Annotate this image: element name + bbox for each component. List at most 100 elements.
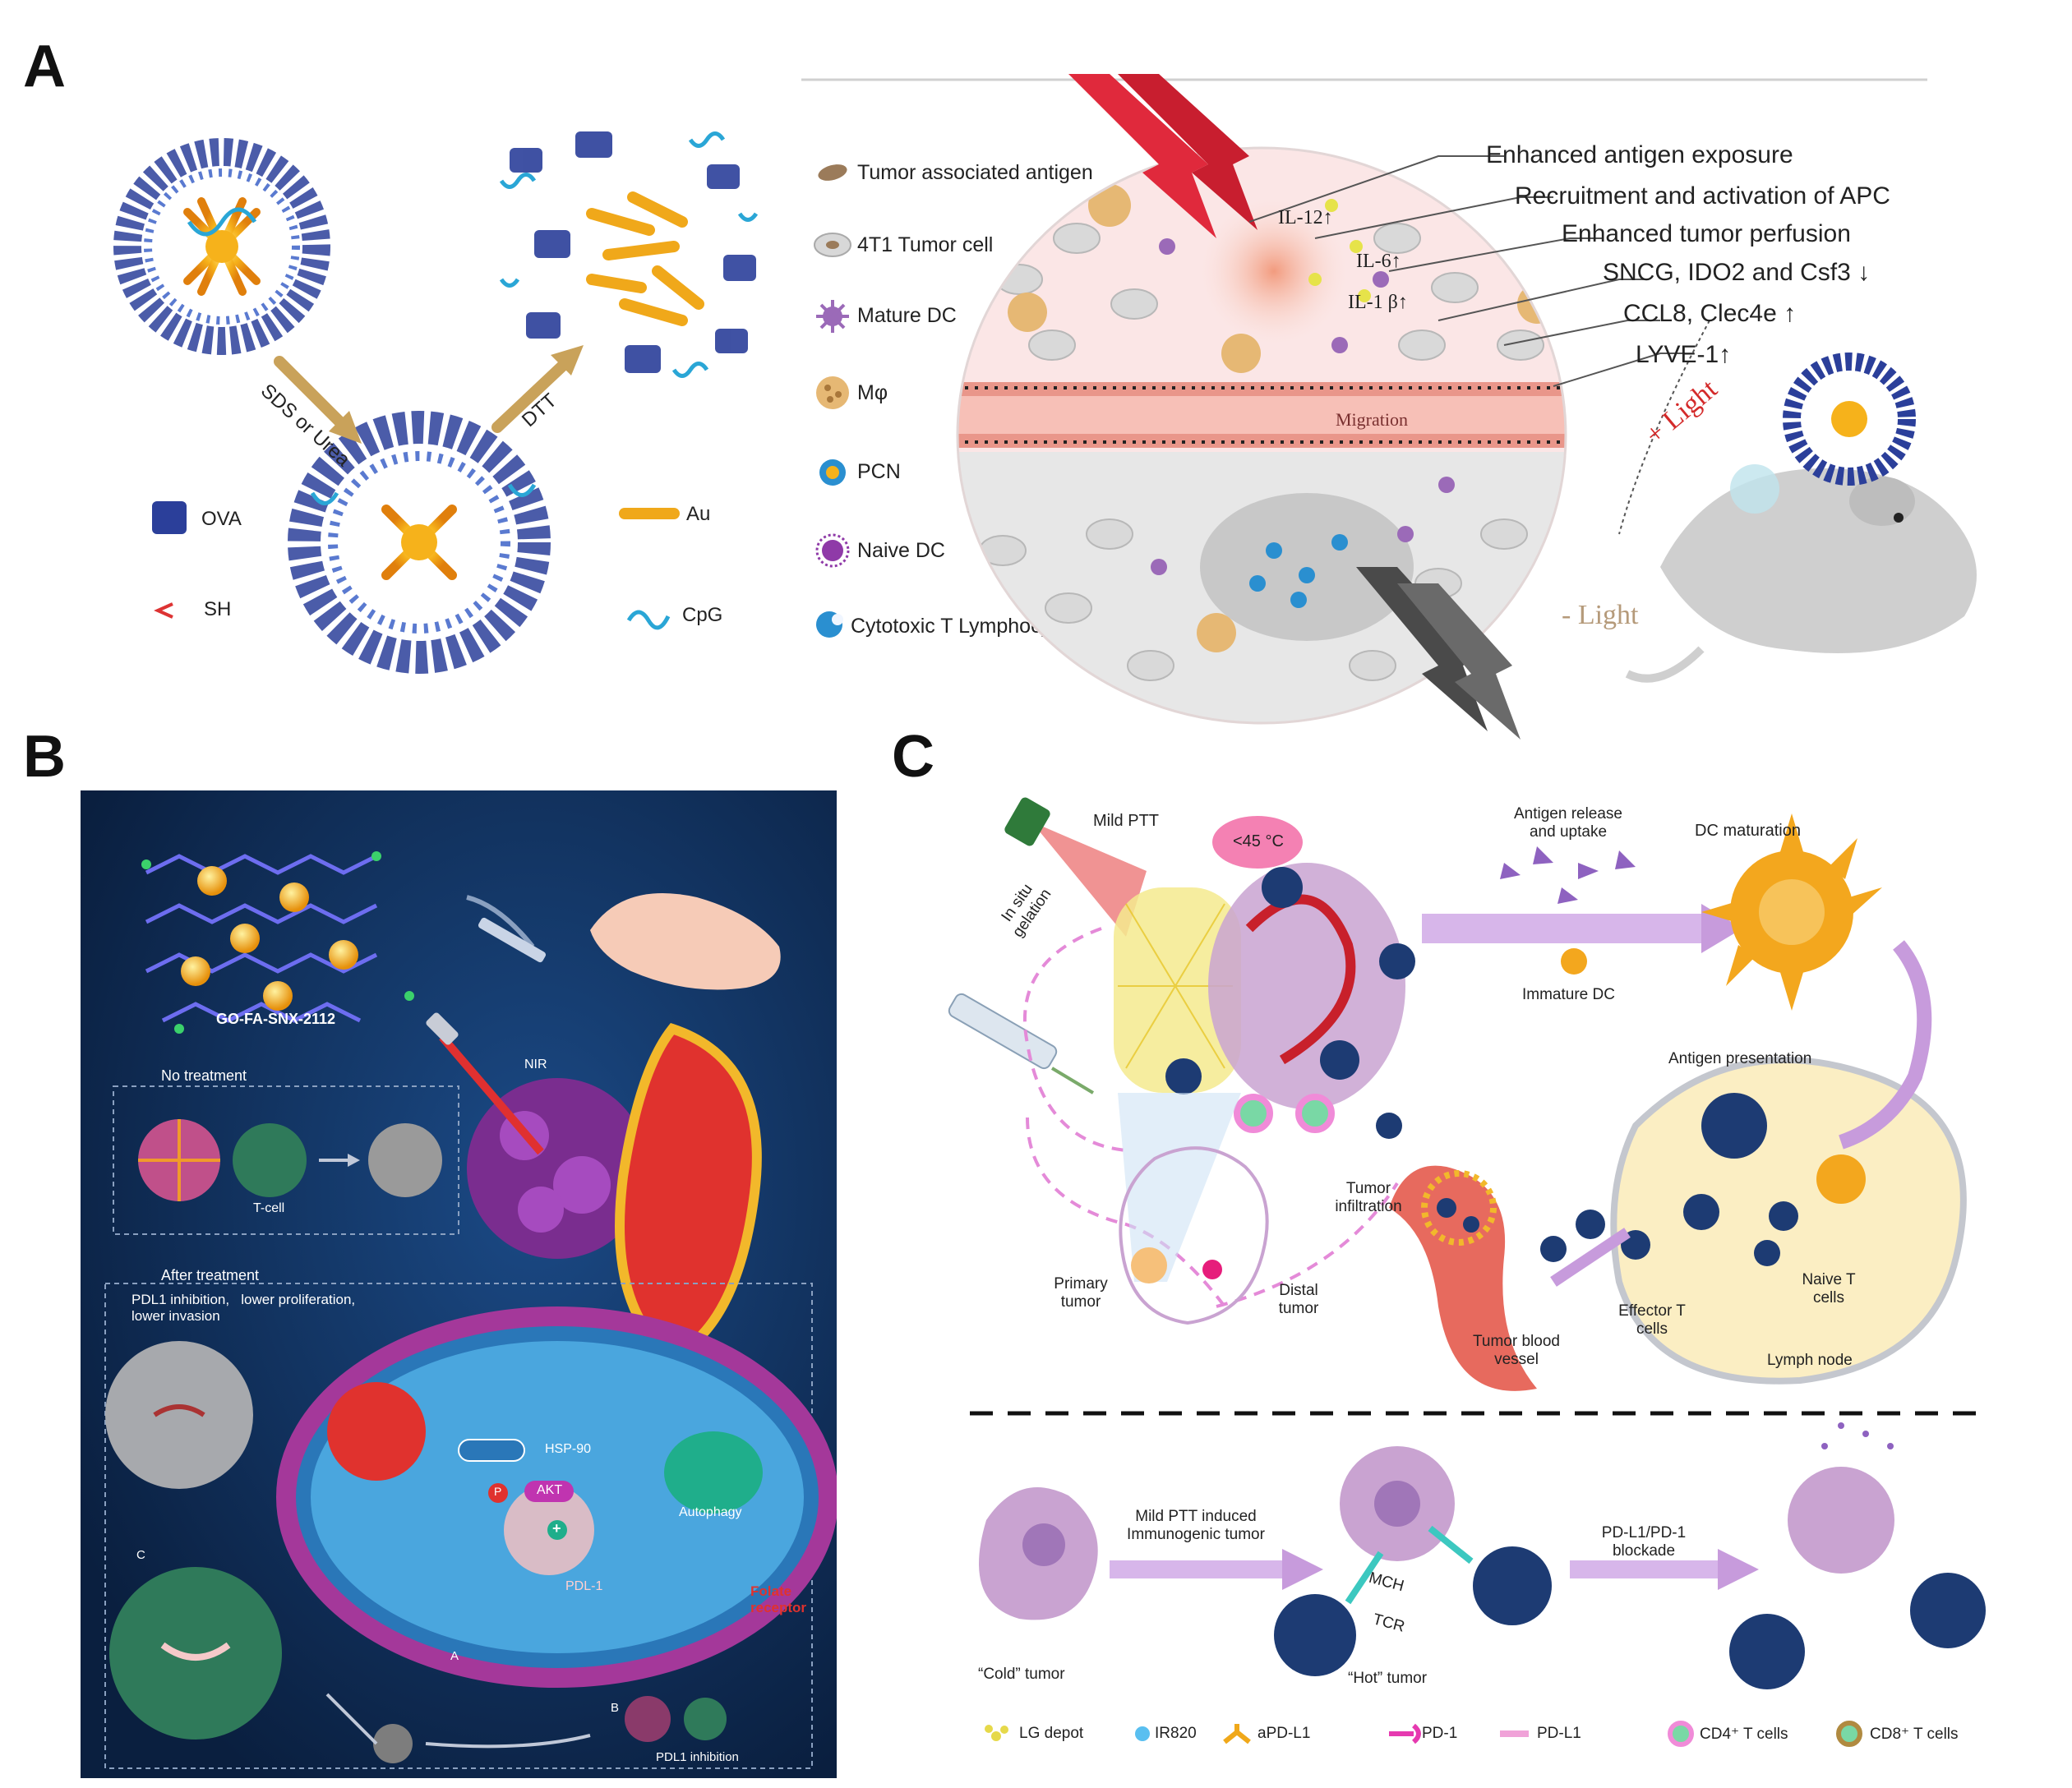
- callout-sncg-ido2-csf3: SNCG, IDO2 and Csf3 ↓: [1603, 259, 1871, 286]
- label-hot-tumor: “Hot” tumor: [1348, 1670, 1428, 1687]
- label-tumor-blood-vessel: Tumor blood vessel: [1473, 1333, 1560, 1368]
- label-mild-ptt-induced: Mild PTT induced Immunogenic tumor: [1127, 1508, 1265, 1543]
- legend-label-mature-dc: Mature DC: [857, 304, 957, 327]
- legend-label-cd4: CD4⁺ T cells: [1700, 1726, 1788, 1743]
- legend-ova-icon: [152, 501, 187, 534]
- label-minus-light: - Light: [1562, 600, 1639, 630]
- label-pdl1-inhibition: PDL1 inhibition: [656, 1750, 739, 1764]
- ctl-icon: [816, 611, 843, 638]
- label-go-fa-snx: GO-FA-SNX-2112: [216, 1011, 336, 1027]
- label-mild-ptt: Mild PTT: [1093, 812, 1159, 830]
- label-sh: SH: [204, 598, 232, 620]
- label-p: P: [494, 1485, 502, 1498]
- laser-bolt-bottom: [1356, 567, 1521, 740]
- legend-ir820-icon: [1135, 1726, 1150, 1741]
- label-cold-tumor: “Cold” tumor: [978, 1666, 1065, 1683]
- assembly-arrows: [274, 345, 584, 444]
- legend-label-4t1-cell: 4T1 Tumor cell: [857, 233, 994, 256]
- label-treatment-effects: PDL1 inhibition, lower proliferation, lo…: [132, 1292, 356, 1324]
- label-hsp90: HSP-90: [545, 1442, 592, 1456]
- ova-au-particle-top: [113, 138, 330, 355]
- vessel-migration-label: Migration: [1336, 409, 1408, 430]
- label-cpg: CpG: [682, 604, 723, 626]
- panel-letter-c: C: [892, 724, 934, 790]
- label-after-treatment: After treatment: [161, 1267, 260, 1283]
- label-immature-dc: Immature DC: [1522, 986, 1615, 1003]
- cytokine-il12: IL-12↑: [1278, 207, 1333, 228]
- label-primary-tumor: Primary tumor: [1054, 1275, 1108, 1311]
- cytokine-il6: IL-6↑: [1356, 251, 1401, 272]
- panel-letter-a: A: [23, 34, 66, 99]
- label-plus: +: [552, 1520, 561, 1537]
- tumor-blood-vessel: [1389, 1165, 1537, 1391]
- label-naive-t-cells: Naive T cells: [1802, 1271, 1856, 1306]
- label-au: Au: [686, 503, 711, 525]
- label-ova: OVA: [201, 508, 242, 530]
- mechanism-legend-icons: [814, 164, 851, 638]
- legend-label-pcn: PCN: [857, 460, 901, 483]
- mature-dc-icon: [816, 300, 849, 333]
- tumor-antigen-icon: [818, 164, 847, 181]
- label-antigen-release: Antigen release and uptake: [1513, 805, 1623, 841]
- legend-apdl1-icon: [1223, 1724, 1251, 1744]
- legend-lg-depot-icon: [985, 1725, 1008, 1741]
- label-distal-tumor: Distal tumor: [1278, 1282, 1319, 1317]
- panel-b-illustration: [81, 790, 837, 1778]
- label-temperature: <45 °C: [1233, 832, 1284, 850]
- label-nir: NIR: [524, 1058, 547, 1071]
- naive-dc-icon: [815, 533, 850, 568]
- tumor-cell-icon: [814, 233, 851, 257]
- legend-cd8-icon: [1836, 1721, 1862, 1747]
- legend-label-tumor-antigen: Tumor associated antigen: [857, 161, 1093, 184]
- mouse-b: [590, 893, 781, 990]
- legend-label-cd8: CD8⁺ T cells: [1870, 1726, 1959, 1743]
- tumor-microenvironment-illustration: [956, 74, 1977, 740]
- tumor-cell-grey: [105, 1341, 253, 1489]
- ova-au-particle-bottom: [288, 411, 551, 674]
- callout-tumor-perfusion: Enhanced tumor perfusion: [1562, 220, 1851, 247]
- panel-letter-b: B: [23, 724, 66, 790]
- legend-label-pdl1: PD-L1: [1537, 1725, 1581, 1742]
- nanoparticle-assembly-illustration: [113, 131, 759, 674]
- label-folate-receptor: Folate receptor: [750, 1583, 807, 1615]
- panel-b: GO-FA-SNX-2112 No treatment T-cell NIR A…: [81, 790, 837, 1778]
- legend-cd4-icon: [1668, 1721, 1694, 1747]
- pcn-icon: [819, 459, 846, 486]
- cytokine-il1b: IL-1 β↑: [1348, 292, 1408, 313]
- label-lymph-node: Lymph node: [1767, 1352, 1853, 1369]
- macrophage-icon: [816, 376, 849, 409]
- panel-a-divider: [801, 78, 1927, 81]
- label-mark-a: A: [450, 1649, 459, 1663]
- legend-cpg-icon: [626, 610, 671, 630]
- legend-label-lg-depot: LG depot: [1019, 1725, 1084, 1742]
- label-pdl1-b: PDL-1: [565, 1579, 603, 1593]
- legend-label-macrophage: Mφ: [857, 381, 888, 404]
- label-autophagy: Autophagy: [679, 1505, 742, 1519]
- legend-label-ir820: IR820: [1155, 1725, 1197, 1742]
- dispersed-ova-au-cpg: [499, 131, 759, 378]
- callout-ccl8-clec4e: CCL8, Clec4e ↑: [1623, 300, 1797, 327]
- label-antigen-presentation: Antigen presentation: [1668, 1050, 1812, 1067]
- legend-label-pd1: PD-1: [1422, 1725, 1458, 1742]
- label-dc-maturation: DC maturation: [1695, 822, 1801, 840]
- label-pd-blockade: PD-L1/PD-1 blockade: [1601, 1524, 1687, 1560]
- callout-lyve1: LYVE-1↑: [1636, 341, 1732, 368]
- label-akt: AKT: [537, 1483, 563, 1497]
- legend-label-apdl1: aPD-L1: [1258, 1725, 1311, 1742]
- callout-apc-recruitment: Recruitment and activation of APC: [1515, 182, 1890, 210]
- label-effector-t-cells: Effector T cells: [1618, 1302, 1686, 1338]
- label-mark-c: C: [136, 1548, 145, 1562]
- t-cell-green: [109, 1567, 282, 1740]
- legend-pd1-icon: [1389, 1723, 1421, 1744]
- mouse-c: [1119, 1146, 1269, 1325]
- laser-bolt-top: [1068, 74, 1258, 238]
- legend-label-naive-dc: Naive DC: [857, 539, 945, 562]
- immature-dc: [1561, 948, 1587, 975]
- label-no-treatment: No treatment: [161, 1067, 247, 1084]
- label-t-cell: T-cell: [253, 1201, 285, 1215]
- label-tumor-infiltration: Tumor infiltration: [1335, 1180, 1402, 1215]
- mouse-illustration: [1618, 320, 1977, 683]
- killed-tumor-cell: [1788, 1467, 1894, 1574]
- legend-sh-icon: [154, 602, 173, 619]
